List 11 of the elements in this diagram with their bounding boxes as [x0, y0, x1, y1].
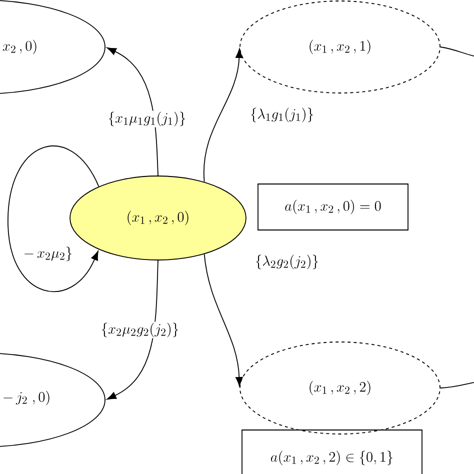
- arrow: [106, 260, 158, 400]
- edge-label: $\{\lambda_2 g_2(j_2)\}$: [254, 254, 320, 270]
- condition-box: $a(x_1\,,x_2\,,0)=0$: [258, 184, 408, 230]
- edge-label: $\{\lambda_1 g_1(j_1)\}$: [248, 106, 316, 124]
- edge-label: $\{x_1\mu_1 g_1(j_1)\}$: [106, 110, 188, 128]
- edge-label: $\{x_2\mu_2 g_2(j_2)\}$: [100, 322, 180, 338]
- arrow: [204, 48, 243, 182]
- condition-box: $a(x_1\,,x_2\,,2)\in\{0,1\}$: [242, 430, 422, 474]
- arrow: [204, 254, 243, 387]
- arrow: [8, 146, 100, 292]
- arrow: [106, 47, 158, 176]
